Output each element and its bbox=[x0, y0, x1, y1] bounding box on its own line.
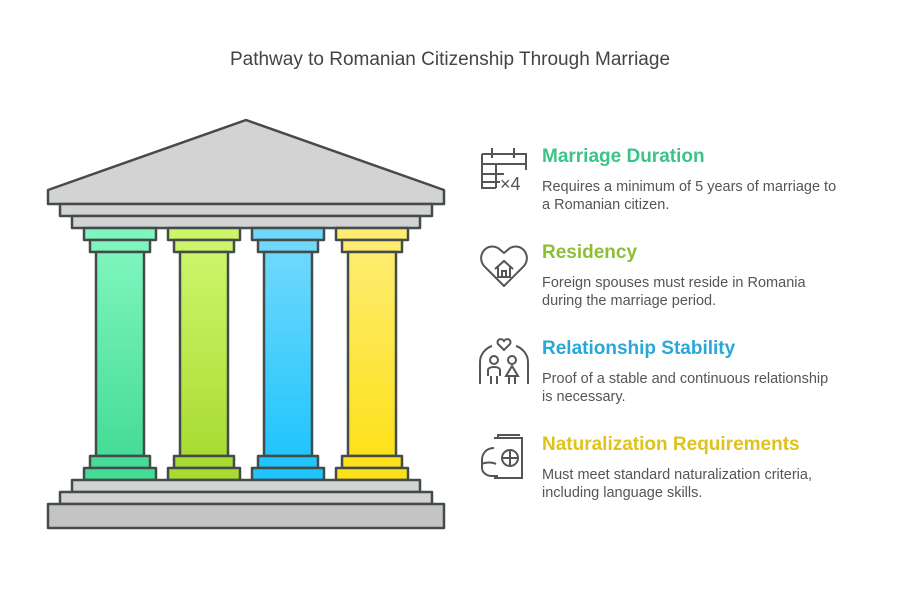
step-3 bbox=[46, 502, 446, 530]
item-description: Proof of a stable and continuous relatio… bbox=[542, 371, 829, 405]
pillar-1 bbox=[82, 226, 158, 482]
item-title: Marriage Duration bbox=[542, 146, 705, 167]
pillar-segment bbox=[346, 250, 398, 458]
pillar-segment bbox=[172, 454, 236, 470]
pillar-3 bbox=[250, 226, 326, 482]
step-1 bbox=[70, 478, 422, 494]
couple-heart-icon bbox=[479, 338, 529, 384]
pillar-segment bbox=[340, 238, 404, 254]
item-title: Residency bbox=[542, 242, 638, 263]
item-title: Naturalization Requirements bbox=[542, 434, 800, 455]
calendar-x4-icon: ×4 bbox=[481, 148, 527, 194]
pillar-segment bbox=[166, 466, 242, 482]
item-title: Relationship Stability bbox=[542, 338, 736, 359]
temple-roof bbox=[46, 118, 446, 206]
entablature-1 bbox=[58, 202, 434, 218]
item-description: Foreign spouses must reside in Romania d… bbox=[542, 275, 806, 309]
pillar-segment bbox=[340, 454, 404, 470]
pillar-segment bbox=[94, 250, 146, 458]
page-title: Pathway to Romanian Citizenship Through … bbox=[229, 49, 671, 70]
svg-text:×4: ×4 bbox=[500, 174, 521, 194]
entablature-2 bbox=[70, 214, 422, 230]
pillar-segment bbox=[334, 466, 410, 482]
step-2 bbox=[58, 490, 434, 506]
pillar-segment bbox=[256, 238, 320, 254]
pillar-segment bbox=[262, 250, 314, 458]
pillar-segment bbox=[82, 226, 158, 242]
pillar-segment bbox=[88, 454, 152, 470]
pillar-segment bbox=[178, 250, 230, 458]
pillar-segment bbox=[256, 454, 320, 470]
pillar-segment bbox=[172, 238, 236, 254]
item-description: Requires a minimum of 5 years of marriag… bbox=[542, 179, 837, 213]
passport-hand-icon bbox=[481, 434, 523, 479]
pillar-4 bbox=[334, 226, 410, 482]
heart-house-icon bbox=[480, 245, 528, 288]
pillar-2 bbox=[166, 226, 242, 482]
item-description: Must meet standard naturalization criter… bbox=[542, 467, 812, 501]
pillar-segment bbox=[334, 226, 410, 242]
pillar-segment bbox=[88, 238, 152, 254]
pillar-segment bbox=[250, 466, 326, 482]
pillar-segment bbox=[82, 466, 158, 482]
pillar-segment bbox=[250, 226, 326, 242]
pillar-segment bbox=[166, 226, 242, 242]
